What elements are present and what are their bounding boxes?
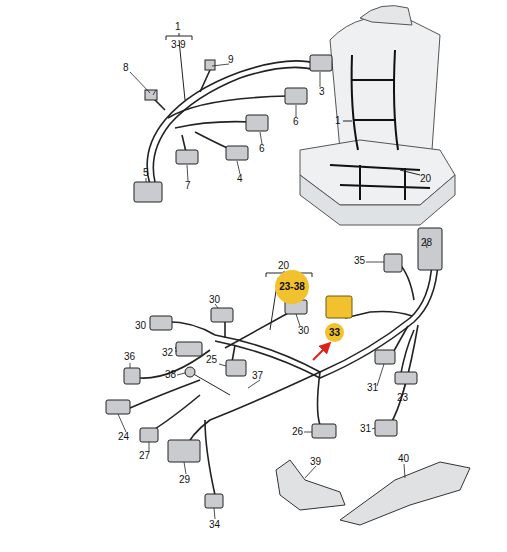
callout-number: 30	[135, 321, 146, 331]
callout-number: 30	[298, 326, 309, 336]
callout-number: 6	[293, 117, 299, 127]
callout-number: 4	[237, 174, 243, 184]
callout-number: 8	[123, 63, 129, 73]
callout-number: 1	[335, 116, 341, 126]
callout-number: 1	[175, 22, 181, 32]
callout-number: 31	[367, 383, 378, 393]
callout-number: 37	[252, 371, 263, 381]
callout-number: 38	[165, 370, 176, 380]
callout-number: 26	[292, 427, 303, 437]
callout-number: 5	[143, 168, 149, 178]
callout-number: 23	[397, 393, 408, 403]
callout-number: 29	[179, 475, 190, 485]
callout-number: 40	[398, 454, 409, 464]
highlight-circle: 33	[325, 323, 344, 342]
callout-number: 36	[124, 352, 135, 362]
callout-number: 34	[209, 520, 220, 530]
callout-number: 3	[319, 87, 325, 97]
callout-number: 30	[209, 295, 220, 305]
callout-number: 3-9	[171, 40, 185, 50]
callout-number: 28	[421, 238, 432, 248]
callout-number: 39	[310, 457, 321, 467]
callout-number: 35	[354, 256, 365, 266]
callout-number: 23-38	[279, 282, 305, 292]
highlight-circle: 23-38	[275, 270, 309, 304]
callout-number: 32	[162, 348, 173, 358]
callout-number: 27	[139, 451, 150, 461]
callout-number: 6	[259, 144, 265, 154]
callout-number: 31	[360, 424, 371, 434]
callout-number: 33	[329, 328, 340, 338]
callout-number: 20	[420, 174, 431, 184]
callout-number: 24	[118, 432, 129, 442]
callout-number: 7	[185, 181, 191, 191]
callout-number: 9	[228, 55, 234, 65]
callout-number: 25	[206, 355, 217, 365]
